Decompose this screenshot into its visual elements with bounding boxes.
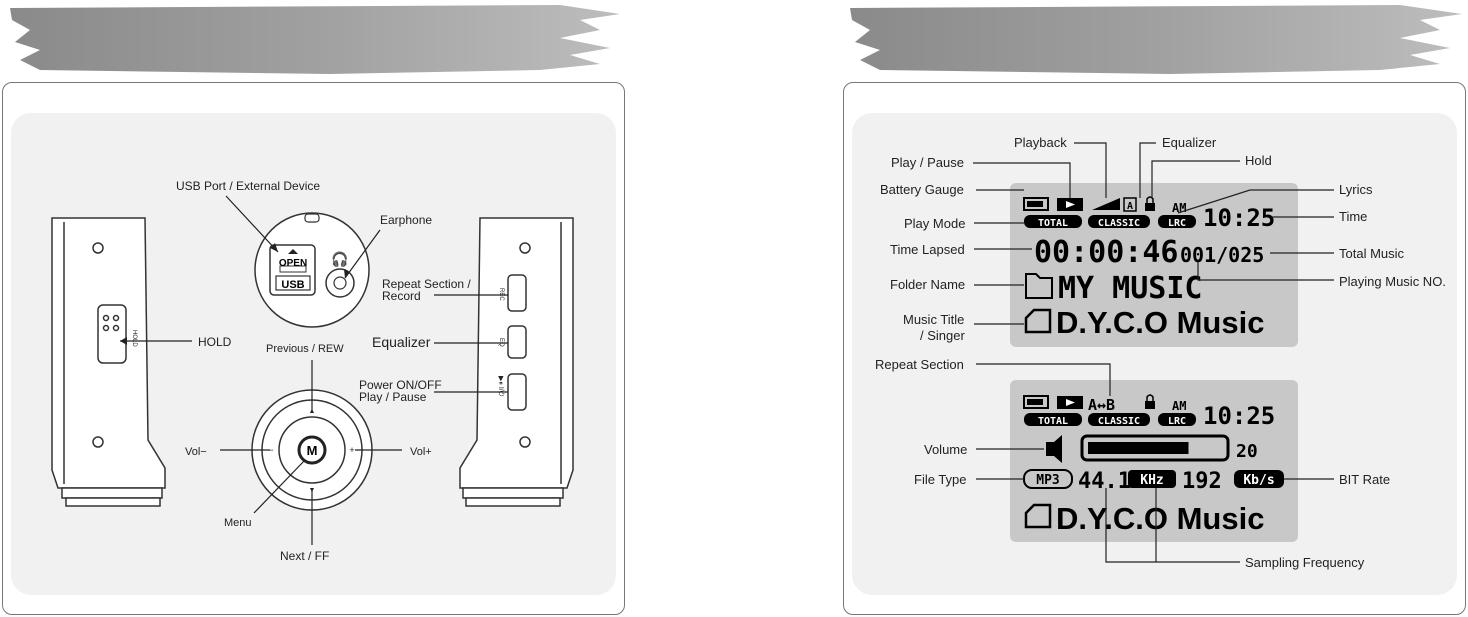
time-lapsed-callout: Time Lapsed <box>890 242 965 257</box>
eject-icon <box>288 249 298 254</box>
file-icon-1 <box>1024 308 1052 334</box>
playing-music-no-callout: Playing Music NO. <box>1339 274 1446 289</box>
folder-name-callout: Folder Name <box>890 277 965 292</box>
lcd1-track: 001/025 <box>1180 243 1264 267</box>
lcd2-clock: 10:25 <box>1203 402 1275 430</box>
play-pause-callout-r: Play / Pause <box>891 155 964 170</box>
left-arrowheads <box>120 243 350 345</box>
battery-icon <box>1023 197 1049 211</box>
vol-plus-callout: Vol+ <box>410 446 432 458</box>
lcd2-kbs: Kb/s <box>1243 473 1274 488</box>
sampling-frequency-callout: Sampling Frequency <box>1245 555 1365 570</box>
equalizer-callout-r: Equalizer <box>1162 135 1217 150</box>
menu-button[interactable] <box>297 435 327 465</box>
lcd2-bitrate: 192 <box>1182 469 1222 494</box>
menu-button-label: M <box>307 443 318 458</box>
vol-minus-icon: − <box>268 445 273 455</box>
vol-plus-icon: + <box>349 445 354 455</box>
lyrics-callout: Lyrics <box>1339 182 1373 197</box>
repeat-section-callout: Repeat Section / <box>382 277 471 291</box>
device-top-view <box>254 212 370 328</box>
file-icon-2 <box>1024 503 1052 529</box>
volume-bar-track <box>1080 434 1230 462</box>
equalizer-callout: Equalizer <box>372 334 431 350</box>
previous-callout: Previous / REW <box>266 343 344 355</box>
lcd2-khz: KHz <box>1140 473 1163 488</box>
play-pause-callout: Play / Pause <box>359 390 427 404</box>
left-leader-lines <box>120 195 508 545</box>
hold-switch-side-label: HOLD <box>131 330 137 347</box>
usb-port-callout: USB Port / External Device <box>176 179 320 193</box>
lcd1-folder: MY MUSIC <box>1058 271 1203 306</box>
power-callout: Power ON/OFF <box>359 378 442 392</box>
lock-icon <box>1145 203 1155 211</box>
eq-button[interactable] <box>507 325 527 359</box>
headphone-icon: 🎧 <box>331 251 348 268</box>
lcd1-icons <box>1023 196 1196 228</box>
playback-icon <box>1092 198 1120 210</box>
next-callout: Next / FF <box>280 549 329 563</box>
earphone-callout: Earphone <box>380 213 432 227</box>
repeat-section-callout-r: Repeat Section <box>875 357 964 372</box>
lcd2-ampm: AM <box>1172 399 1186 413</box>
singer-callout: / Singer <box>920 328 965 343</box>
lcd2-icons <box>1023 394 1284 529</box>
open-label: OPEN <box>279 258 307 269</box>
left-brush <box>10 5 620 74</box>
lcd1-play-mode: TOTAL <box>1038 218 1068 229</box>
lcd2-repeat: A↔B <box>1088 396 1115 414</box>
vol-minus-callout: Vol− <box>185 446 207 458</box>
rec-button[interactable] <box>507 274 527 312</box>
lcd1-lyrics: LRC <box>1168 218 1186 229</box>
lcd2-title: D.Y.C.O Music <box>1056 501 1264 536</box>
lcd2-volume-value: 20 <box>1236 441 1258 462</box>
right-brush <box>850 5 1462 74</box>
lcd2-play-mode: TOTAL <box>1038 416 1068 427</box>
lcd-screen-1 <box>1010 183 1298 347</box>
hold-callout-r: Hold <box>1245 153 1272 168</box>
lcd1-title: D.Y.C.O Music <box>1056 305 1264 340</box>
time-callout: Time <box>1339 209 1367 224</box>
right-leader-lines <box>973 142 1334 563</box>
play-mode-callout: Play Mode <box>904 216 965 231</box>
file-type-callout: File Type <box>914 472 967 487</box>
volume-bar-fill <box>1088 442 1189 454</box>
volume-callout: Volume <box>924 442 967 457</box>
lcd1-elapsed: 00:00:46 <box>1034 235 1179 270</box>
lcd2-file-type: MP3 <box>1036 473 1059 488</box>
bit-rate-callout: BIT Rate <box>1339 472 1390 487</box>
speaker-icon <box>1046 435 1062 463</box>
lcd1-eq-letter: A <box>1127 201 1133 212</box>
hold-callout: HOLD <box>198 335 232 349</box>
lcd2-lyrics: LRC <box>1168 416 1186 427</box>
battery-gauge-callout: Battery Gauge <box>880 182 964 197</box>
eq-icon <box>1123 197 1137 212</box>
menu-callout: Menu <box>224 517 252 529</box>
lcd2-equalizer-mode: CLASSIC <box>1098 416 1140 427</box>
folder-icon <box>1025 273 1053 299</box>
lcd2-sampling: 44.1 <box>1078 469 1131 494</box>
lcd1-equalizer-mode: CLASSIC <box>1098 218 1140 229</box>
playback-callout: Playback <box>1014 135 1067 150</box>
record-callout: Record <box>382 289 421 303</box>
device-left-side-view <box>51 217 166 507</box>
usb-label: USB <box>281 279 304 291</box>
music-title-callout: Music Title <box>903 312 964 327</box>
lcd1-clock: 10:25 <box>1203 204 1275 232</box>
power-icon: ▶⏸ I/⏻ <box>497 376 505 397</box>
total-music-callout: Total Music <box>1339 246 1405 261</box>
